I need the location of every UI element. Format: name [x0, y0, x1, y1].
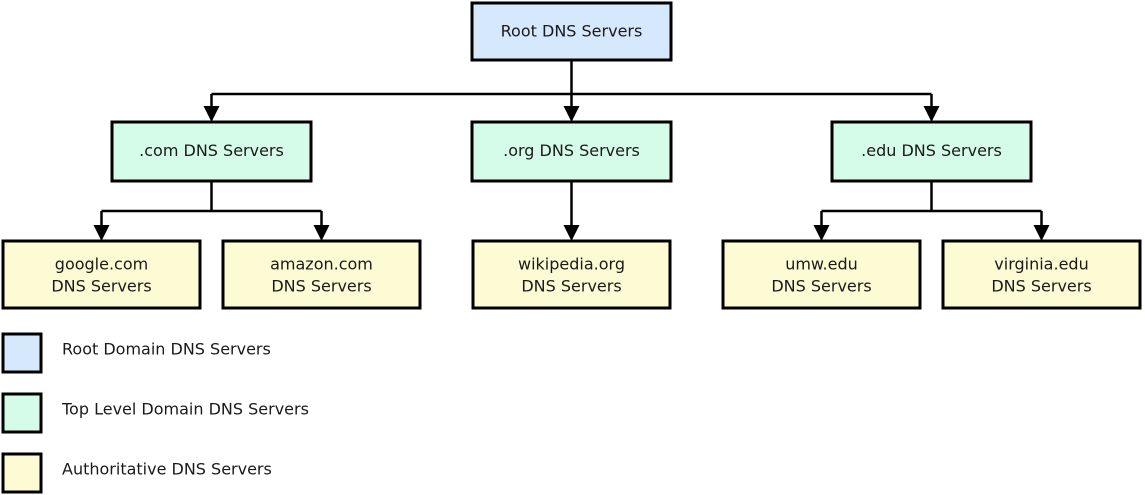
- node-virginia-label-line2: DNS Servers: [991, 277, 1091, 296]
- arrowhead-root-to-edu: [923, 106, 940, 122]
- edge-group-com-to-leaves: [93, 181, 330, 241]
- arrowhead-com-to-amazon: [313, 225, 330, 241]
- legend-item-authoritative: Authoritative DNS Servers: [1, 452, 272, 494]
- node-edu-dns-servers[interactable]: .edu DNS Servers: [830, 120, 1033, 183]
- node-amazon-label-line1: amazon.com: [270, 255, 373, 274]
- arrowhead-root-to-com: [203, 106, 220, 122]
- edge-group-org-to-leaves: [563, 181, 580, 241]
- legend: Root Domain DNS Servers Top Level Domain…: [1, 332, 309, 494]
- legend-item-top-level-domain: Top Level Domain DNS Servers: [1, 392, 309, 434]
- node-root-label: Root DNS Servers: [501, 22, 643, 41]
- arrowhead-org-to-wikipedia: [563, 225, 580, 241]
- node-amazon-box[interactable]: [221, 239, 422, 310]
- node-root-box[interactable]: [470, 1, 673, 62]
- node-umw-box[interactable]: [721, 239, 922, 310]
- arrowhead-com-to-google: [93, 225, 110, 241]
- node-root-dns-servers[interactable]: Root DNS Servers: [470, 1, 673, 62]
- node-com-dns-servers[interactable]: .com DNS Servers: [110, 120, 313, 183]
- node-virginia-label-line1: virginia.edu: [994, 255, 1088, 274]
- node-wikipedia-label-line1: wikipedia.org: [518, 255, 625, 274]
- node-com-box[interactable]: [110, 120, 313, 183]
- node-edu-label: .edu DNS Servers: [861, 141, 1002, 160]
- node-google-dns-servers[interactable]: google.com DNS Servers: [1, 239, 202, 310]
- legend-label-top-level-domain: Top Level Domain DNS Servers: [61, 400, 309, 419]
- node-org-dns-servers[interactable]: .org DNS Servers: [470, 120, 673, 183]
- arrowhead-root-to-org: [563, 106, 580, 122]
- legend-label-root-domain: Root Domain DNS Servers: [62, 340, 271, 359]
- node-edu-box[interactable]: [830, 120, 1033, 183]
- node-umw-dns-servers[interactable]: umw.edu DNS Servers: [721, 239, 922, 310]
- legend-label-authoritative: Authoritative DNS Servers: [62, 460, 272, 479]
- node-virginia-box[interactable]: [941, 239, 1142, 310]
- node-umw-label-line1: umw.edu: [785, 255, 858, 274]
- legend-swatch-top-level-domain: [1, 392, 43, 434]
- node-wikipedia-dns-servers[interactable]: wikipedia.org DNS Servers: [471, 239, 672, 310]
- node-google-label-line1: google.com: [55, 255, 148, 274]
- edge-group-edu-to-leaves: [813, 181, 1050, 241]
- node-wikipedia-box[interactable]: [471, 239, 672, 310]
- node-amazon-dns-servers[interactable]: amazon.com DNS Servers: [221, 239, 422, 310]
- legend-item-root-domain: Root Domain DNS Servers: [1, 332, 271, 374]
- arrowhead-edu-to-umw: [813, 225, 830, 241]
- node-org-label: .org DNS Servers: [503, 141, 640, 160]
- node-wikipedia-label-line2: DNS Servers: [521, 277, 621, 296]
- node-google-box[interactable]: [1, 239, 202, 310]
- legend-swatch-root-domain: [1, 332, 43, 374]
- node-google-label-line2: DNS Servers: [51, 277, 151, 296]
- node-umw-label-line2: DNS Servers: [771, 277, 871, 296]
- arrowhead-edu-to-virginia: [1033, 225, 1050, 241]
- node-virginia-dns-servers[interactable]: virginia.edu DNS Servers: [941, 239, 1142, 310]
- node-org-box[interactable]: [470, 120, 673, 183]
- legend-swatch-authoritative: [1, 452, 43, 494]
- edge-group-root-to-tld: [203, 60, 940, 122]
- node-com-label: .com DNS Servers: [139, 141, 284, 160]
- node-amazon-label-line2: DNS Servers: [271, 277, 371, 296]
